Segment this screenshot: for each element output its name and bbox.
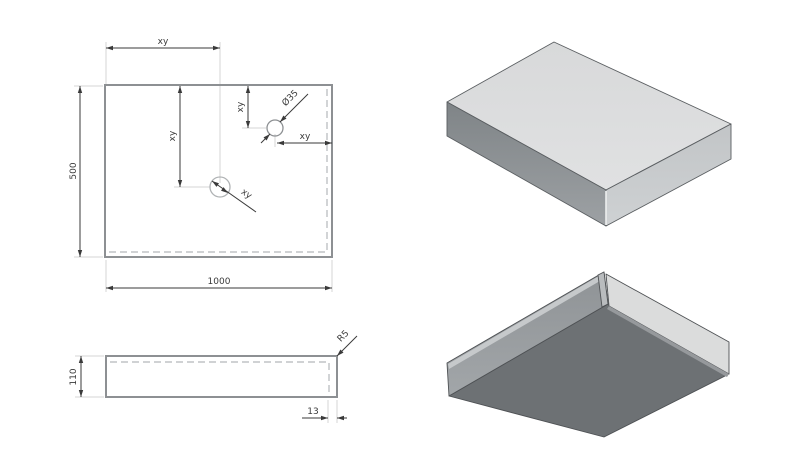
plan-view: xy 500 xy xy xy <box>69 37 333 292</box>
svg-text:xy: xy <box>158 37 169 47</box>
iso-flange-left-edge-strip <box>448 273 605 369</box>
dim-hole1-y: xy <box>168 86 183 187</box>
iso-flange-right-edge-strip <box>607 306 729 377</box>
side-part-outline <box>105 355 338 398</box>
iso-flange-corner-edge <box>597 271 609 308</box>
dim-width-1000: 1000 <box>106 277 332 291</box>
side-view: 110 R5 13 <box>69 329 358 423</box>
svg-text:xy: xy <box>239 187 254 202</box>
hole1-circle <box>209 176 231 198</box>
svg-text:xy: xy <box>168 130 178 141</box>
plan-extension-lines <box>74 42 333 292</box>
svg-text:xy: xy <box>236 101 246 112</box>
svg-text:1000: 1000 <box>208 277 231 287</box>
dim-hole2-y: xy <box>236 86 251 128</box>
svg-text:110: 110 <box>69 368 79 385</box>
dim-height-500: 500 <box>69 86 83 257</box>
svg-text:Ø35: Ø35 <box>280 88 301 109</box>
svg-text:xy: xy <box>300 132 311 142</box>
svg-text:500: 500 <box>69 162 79 179</box>
callout-corner-radius: R5 <box>335 329 358 358</box>
plan-part-outline <box>104 84 333 258</box>
dim-side-height: 110 <box>69 356 84 397</box>
dim-hole1-x: xy <box>106 37 220 51</box>
iso-bottom-view <box>446 271 730 438</box>
iso-top-view <box>446 41 732 227</box>
dim-hole1-diameter: xy <box>210 179 257 213</box>
svg-text:R5: R5 <box>336 329 352 345</box>
dim-flange-13: 13 <box>302 407 347 421</box>
svg-text:13: 13 <box>307 407 318 417</box>
side-bend-line <box>110 361 330 394</box>
hole2-circle <box>266 119 284 137</box>
dim-hole2-offset-right: xy <box>277 132 332 146</box>
side-extension-lines <box>75 355 338 423</box>
plan-bend-line <box>109 88 328 253</box>
